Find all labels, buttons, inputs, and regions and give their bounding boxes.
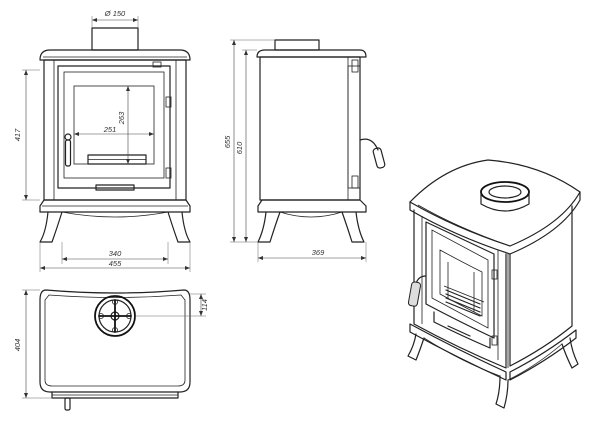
- front-view: Ø 150 417 263 251 340 455: [13, 9, 191, 272]
- dim-flue-diameter: Ø 150: [104, 9, 126, 18]
- top-plate-outline: [39, 289, 191, 393]
- dim-front-height: 417: [13, 128, 22, 141]
- side-leg-rear: [341, 211, 365, 243]
- side-door-handle: [372, 147, 386, 169]
- iso-door-glass: [431, 229, 489, 329]
- iso-flue-collar-body: [480, 191, 530, 212]
- iso-ashpan: [433, 311, 491, 349]
- iso-front-face: [413, 209, 507, 369]
- iso-grate: [443, 285, 485, 317]
- iso-top-plate: [409, 159, 581, 247]
- iso-flue-collar-top: [480, 181, 530, 203]
- dim-inner-width: 251: [103, 125, 117, 134]
- dim-overall-width: 455: [109, 259, 122, 268]
- front-flue-collar: [91, 27, 139, 51]
- iso-base-side: [509, 329, 577, 381]
- side-top-plate: [256, 49, 367, 58]
- front-base: [39, 199, 191, 213]
- front-door-handle: [64, 139, 72, 167]
- dim-side-depth: 369: [312, 248, 325, 257]
- front-door-frame: [57, 65, 171, 189]
- front-door-glass: [63, 71, 165, 179]
- side-leg-front: [257, 211, 281, 243]
- iso-leg-rear-right: [561, 337, 579, 369]
- side-view: 655 610 369: [223, 39, 386, 262]
- front-ashpan-handle: [95, 184, 135, 191]
- dim-side-total-height: 655: [223, 135, 232, 148]
- side-body: [259, 56, 361, 201]
- top-door-handle: [64, 397, 71, 411]
- dim-top-depth: 404: [13, 339, 22, 352]
- dim-base-width: 340: [109, 249, 122, 258]
- iso-door-handle: [407, 281, 422, 307]
- front-top-plate: [39, 49, 191, 61]
- isometric-view: [407, 159, 581, 409]
- dim-top-offset: 114: [200, 299, 209, 311]
- dim-side-top-height: 610: [235, 141, 244, 154]
- top-view: 114 404: [13, 289, 209, 411]
- iso-door-frame: [425, 221, 495, 339]
- iso-leg-front-left: [407, 333, 425, 361]
- dim-inner-height: 263: [117, 111, 126, 125]
- front-door-handle-knob: [64, 133, 72, 141]
- iso-leg-front-right: [495, 375, 509, 409]
- front-leg-right: [167, 211, 191, 243]
- iso-side-face: [509, 205, 573, 367]
- front-leg-left: [39, 211, 63, 243]
- side-base: [257, 199, 367, 213]
- iso-base-front: [409, 323, 507, 381]
- side-flue-collar: [274, 39, 320, 51]
